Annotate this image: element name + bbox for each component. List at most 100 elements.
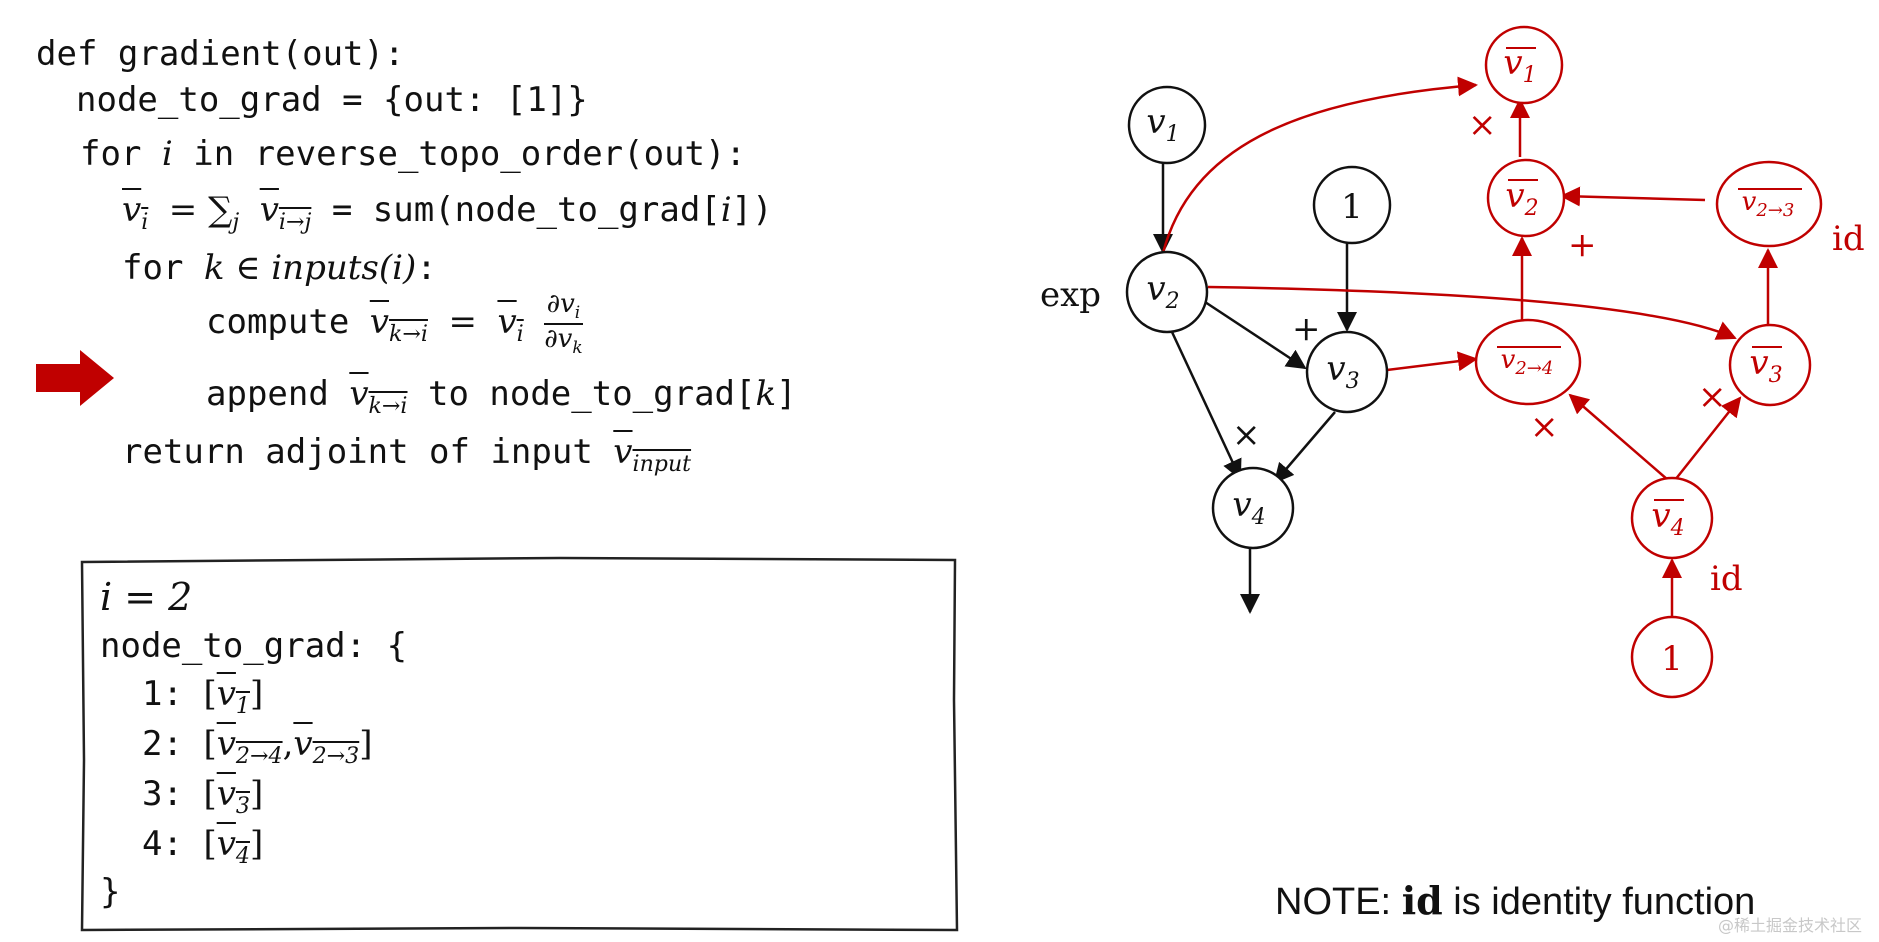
- state-i: i = 2: [100, 575, 193, 619]
- k-in-inputs: k ∈ inputs(i): [203, 248, 417, 288]
- kw-for: for: [80, 134, 142, 174]
- sum-symbol: = ∑: [168, 190, 233, 230]
- forward-op-labels: exp + ×: [1040, 275, 1321, 455]
- note-prefix: NOTE:: [1275, 881, 1402, 923]
- node-a_v4: [1630, 476, 1714, 560]
- kw-for: for: [122, 248, 184, 288]
- op-id-b: id: [1710, 559, 1743, 599]
- forward-edges: [1153, 162, 1357, 614]
- vbar-input: vinput: [613, 432, 692, 477]
- node-a_v23: [1715, 160, 1823, 248]
- kw-append: append: [206, 374, 329, 414]
- watermark: @稀土掘金技术社区: [1718, 916, 1863, 935]
- adjoint-nodes: [1474, 25, 1823, 699]
- op-exp: exp: [1040, 275, 1101, 315]
- label-a_v24: v2→4: [1501, 345, 1554, 379]
- code-line-return: return adjoint of input vinput: [122, 432, 691, 477]
- edge-v2-v3: [1201, 298, 1307, 370]
- label-a_one: 1: [1661, 639, 1683, 679]
- code-line-for-i: for i in reverse_topo_order(out):: [80, 134, 746, 174]
- edge-a_v4-a_v24: [1568, 393, 1669, 481]
- adjoint-edges: [1161, 76, 1778, 617]
- edge-v2-a_v1: [1161, 76, 1478, 254]
- node-const-1: [1312, 165, 1392, 245]
- close-bracket: ]: [776, 374, 797, 414]
- sum-index: j: [232, 208, 240, 235]
- state-row-2: 2: [v2→4,v2→3]: [142, 724, 373, 769]
- vbar-i-to-j: vi→j: [259, 190, 312, 235]
- edge-v3-a_v24: [1386, 351, 1478, 372]
- op-times-c: ×: [1698, 377, 1727, 417]
- sum-call: = sum(node_to_grad[: [331, 190, 721, 230]
- equals: =: [448, 302, 477, 343]
- code-def-text: def gradient(out):: [36, 34, 405, 74]
- label-a_v23: v2→3: [1742, 187, 1795, 221]
- colon: :: [416, 248, 437, 288]
- op-plus-a: +: [1568, 225, 1597, 265]
- close-bracket: ]): [731, 190, 773, 230]
- label-v1: v1: [1146, 102, 1179, 147]
- note-suffix: is identity function: [1442, 881, 1756, 923]
- op-times-b: ×: [1530, 407, 1559, 447]
- node-v2: [1125, 250, 1209, 334]
- state-row-1: 1: [v1]: [142, 674, 264, 719]
- adjoint-overbars: [1497, 47, 1802, 501]
- code-line-for-k: for k ∈ inputs(i):: [122, 248, 437, 288]
- label-v3: v3: [1326, 349, 1359, 394]
- adjoint-labels: v1 v2 v2→3 v2→4 v3 v4 1: [1501, 43, 1795, 679]
- node-v4: [1211, 466, 1295, 550]
- label-v2: v2: [1146, 269, 1179, 314]
- edge-a_v23-a_v2: [1560, 186, 1706, 207]
- vbar-k-to-i: vk→i: [369, 302, 428, 347]
- note-text: NOTE: id is identity function: [1275, 878, 1755, 924]
- op-plus: +: [1292, 309, 1321, 349]
- vbar-i: vi: [122, 190, 149, 235]
- node-a_v24: [1474, 318, 1582, 406]
- current-line-arrow-icon: [36, 350, 114, 406]
- node-v1: [1127, 85, 1207, 165]
- kw-compute: compute: [206, 302, 350, 343]
- code-loop-rest: in reverse_topo_order(out):: [193, 134, 746, 174]
- label-a_v3: v3: [1749, 343, 1782, 388]
- label-a_v1: v1: [1503, 43, 1536, 88]
- edge-a_v4-a_v3: [1674, 396, 1742, 481]
- node-v3: [1305, 330, 1389, 414]
- node-a_v1: [1484, 25, 1564, 105]
- code-line-sum: vi = ∑j vi→j = sum(node_to_grad[i]): [122, 190, 773, 235]
- state-row-4: 4: [v4]: [142, 824, 264, 869]
- var-k: k: [755, 374, 777, 414]
- code-line-append: append vk→i to node_to_grad[k]: [206, 374, 797, 419]
- node-a_one: [1630, 615, 1714, 699]
- vbar-k-to-i: vk→i: [349, 374, 408, 419]
- label-a_v4: v4: [1651, 496, 1684, 541]
- state-row-3: 3: [v3]: [142, 774, 264, 819]
- edge-v2-v4: [1170, 331, 1242, 480]
- state-close: }: [100, 872, 121, 912]
- var-i: i: [161, 134, 173, 174]
- code-line-node-to-grad: node_to_grad = {out: [1]}: [76, 80, 588, 120]
- node-a_v3: [1728, 323, 1812, 407]
- forward-labels: v1 v2 1 v3 v4: [1146, 102, 1362, 530]
- forward-nodes: [1125, 85, 1392, 550]
- edge-v3-v4: [1273, 411, 1336, 484]
- return-text: return adjoint of input: [122, 432, 593, 472]
- append-target: to node_to_grad[: [427, 374, 756, 414]
- node-a_v2: [1486, 158, 1566, 238]
- code-init-text: node_to_grad = {out: [1]}: [76, 80, 588, 120]
- code-line-def: def gradient(out):: [36, 34, 404, 74]
- adjoint-op-labels: × + id × × id: [1468, 105, 1865, 599]
- code-line-compute: compute vk→i = vi ∂vi ∂vk: [206, 289, 583, 357]
- state-ntg-label: node_to_grad: {: [100, 626, 408, 666]
- note-id: id: [1401, 878, 1443, 923]
- edge-v2-a_v3: [1207, 285, 1737, 340]
- op-times: ×: [1232, 415, 1261, 455]
- label-v4: v4: [1232, 485, 1265, 530]
- partial-derivative: ∂vi ∂vk: [544, 289, 583, 357]
- op-times-a: ×: [1468, 105, 1497, 145]
- var-i: i: [720, 190, 732, 230]
- label-const-1: 1: [1341, 187, 1363, 227]
- op-id-a: id: [1832, 219, 1865, 259]
- vbar-i: vi: [497, 302, 524, 347]
